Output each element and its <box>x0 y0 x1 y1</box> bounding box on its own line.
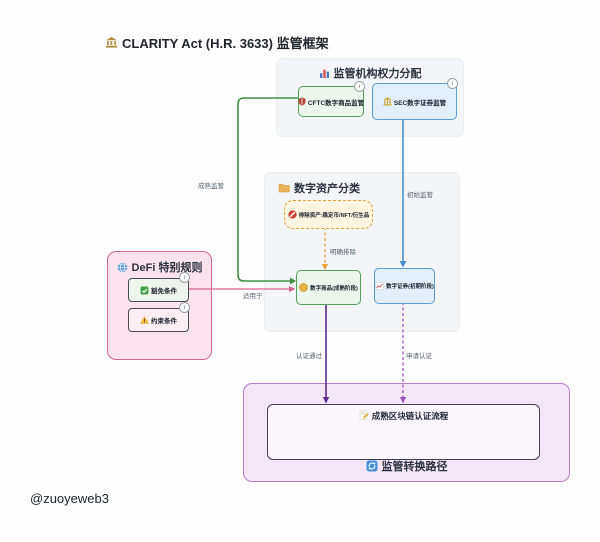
edge-label-mature: 成熟监管 <box>198 183 224 190</box>
bar-chart-icon <box>319 69 329 78</box>
node-digital-security-label: 数字证券(初期阶段) <box>386 284 434 290</box>
cycle-icon <box>366 460 377 472</box>
node-digital-commodity[interactable]: 数字商品(成熟阶段) <box>296 270 361 305</box>
folder-icon <box>278 183 290 193</box>
info-icon[interactable]: i <box>354 81 365 92</box>
cert-process-label: 成熟区块链认证流程 <box>371 411 449 421</box>
edge-label-apply: 申请认证 <box>406 353 432 360</box>
edge-label-exclude: 明确排除 <box>330 249 356 256</box>
edge-label-initial: 初始监管 <box>407 192 433 199</box>
page-title: CLARITY Act (H.R. 3633) 监管框架 <box>105 33 329 52</box>
container-defi: DeFi 特别规则 <box>107 251 212 360</box>
node-digital-security[interactable]: 数字证券(初期阶段) <box>374 268 435 304</box>
edge-label-certified: 认证通过 <box>296 353 322 360</box>
node-exemption-label: 豁免条件 <box>151 288 177 295</box>
edge-mature <box>237 97 298 282</box>
node-constraint[interactable]: 约束条件 <box>128 308 189 332</box>
node-cftc-label: CFTC数字商品监管 <box>307 99 365 107</box>
chart-up-icon <box>375 282 385 290</box>
container-defi-label: DeFi 特别规则 <box>131 262 203 274</box>
coin-icon <box>299 283 308 292</box>
warning-icon <box>140 316 149 324</box>
node-exemption[interactable]: 豁免条件 <box>128 278 189 302</box>
globe-icon <box>117 261 127 273</box>
page-title-text: CLARITY Act (H.R. 3633) 监管框架 <box>122 36 329 51</box>
container-classification-label: 数字资产分类 <box>294 183 360 195</box>
no-entry-icon <box>288 210 297 219</box>
node-digital-commodity-label: 数字商品(成熟阶段) <box>310 285 358 292</box>
info-icon[interactable]: i <box>447 78 458 89</box>
edge-applies-arrow <box>289 286 296 292</box>
cert-process-box: 成熟区块链认证流程 <box>267 404 540 460</box>
memo-icon <box>359 410 369 420</box>
edge-label-applies: 适用于 <box>243 293 263 300</box>
container-classification: 数字资产分类 <box>264 172 460 332</box>
edge-certified-arrow <box>322 397 330 404</box>
node-cftc[interactable]: CFTC数字商品监管 <box>298 86 364 117</box>
edge-exclude-arrow <box>321 264 329 270</box>
bank-icon <box>383 97 392 106</box>
shield-icon <box>298 97 306 106</box>
edge-mature-arrow <box>290 277 296 285</box>
container-transition-label: 监管转换路径 <box>381 461 448 473</box>
edge-initial-arrow <box>399 261 407 268</box>
node-excluded-label: 排除资产:稳定币/NFT/衍生品 <box>298 212 370 219</box>
node-constraint-label: 约束条件 <box>151 318 177 325</box>
info-icon[interactable]: i <box>179 302 190 313</box>
node-excluded-assets[interactable]: 排除资产:稳定币/NFT/衍生品 <box>284 200 373 229</box>
node-sec[interactable]: SEC数字证券监管 <box>372 83 457 120</box>
edge-apply-arrow <box>399 397 407 404</box>
container-authority-label: 监管机构权力分配 <box>333 68 422 80</box>
container-authority-title: 监管机构权力分配 <box>277 65 463 81</box>
container-classification-title: 数字资产分类 <box>278 180 360 196</box>
container-transition-title: 监管转换路径 <box>244 458 569 474</box>
check-icon <box>140 286 149 294</box>
container-defi-title: DeFi 特别规则 <box>108 259 211 275</box>
author-handle: @zuoyeweb3 <box>30 491 109 506</box>
building-icon <box>106 37 117 48</box>
info-icon[interactable]: i <box>179 272 190 283</box>
node-sec-label: SEC数字证券监管 <box>393 99 447 107</box>
